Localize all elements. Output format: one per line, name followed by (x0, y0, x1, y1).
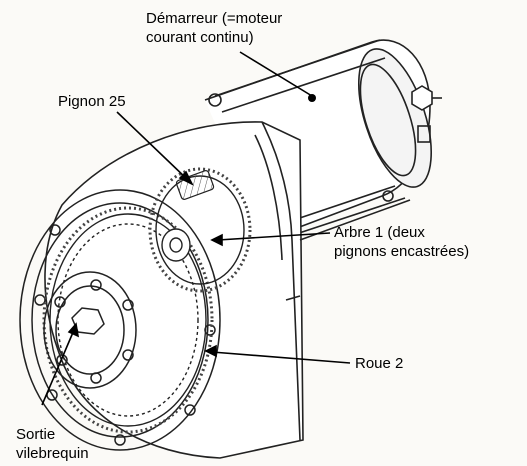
shaft-arrowhead (210, 233, 223, 247)
shaft-leader (217, 232, 331, 241)
crank-arrowhead (67, 322, 80, 338)
wheel-arrowhead (204, 344, 217, 358)
starter-leader (239, 51, 313, 97)
motor-dot (308, 94, 316, 102)
gear-housing (44, 121, 411, 459)
label-shaft-line-1: Arbre 1 (deux (334, 224, 425, 241)
crank-leader (41, 329, 75, 406)
crank-output-hub (43, 271, 137, 389)
label-starter-line-1: Démarreur (=moteur (146, 10, 283, 27)
leader-lines (41, 51, 351, 406)
wheel-leader (211, 351, 351, 364)
label-starter-line-2: courant continu) (146, 29, 254, 46)
pinion-leader (116, 111, 189, 181)
label-wheel: Roue 2 (355, 355, 404, 372)
ring-gear-wheel-2 (42, 206, 214, 434)
label-shaft: Arbre 1 (deux pignons encastrées) (334, 223, 469, 261)
label-pinion: Pignon 25 (58, 93, 126, 110)
label-starter: Démarreur (=moteur courant continu) (146, 9, 282, 47)
pinion-arrowhead (178, 170, 194, 186)
label-crank: Sortie vilebrequin (16, 425, 89, 463)
label-shaft-line-2: pignons encastrées) (334, 243, 470, 260)
label-crank-line-1: Sortie (16, 426, 56, 443)
label-crank-line-2: vilebrequin (16, 445, 89, 462)
